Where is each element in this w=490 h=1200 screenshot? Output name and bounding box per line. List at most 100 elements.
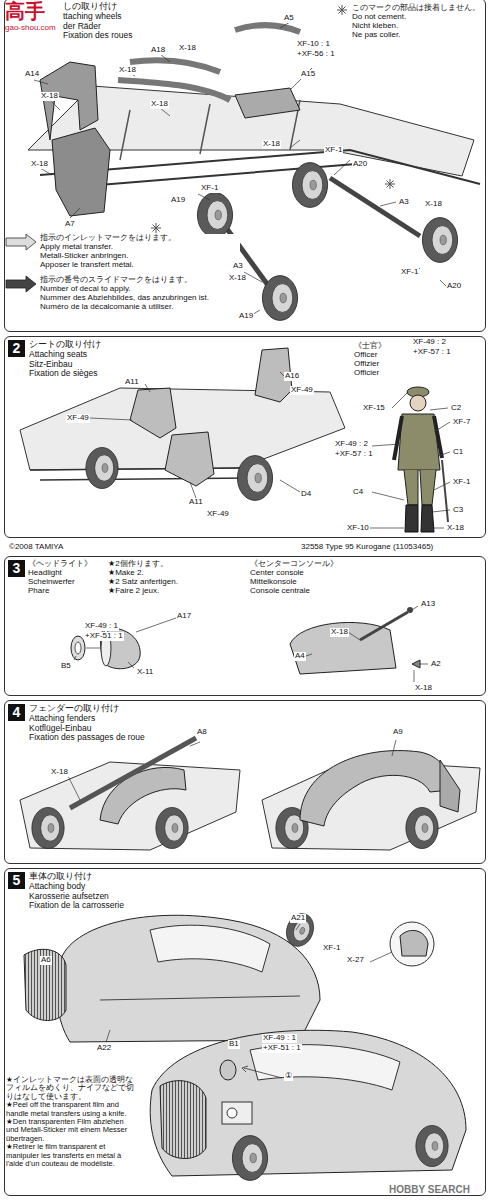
part-label: B5 bbox=[60, 662, 72, 671]
note-block: このマークの部品は接着しません。Do not cement.Nicht kleb… bbox=[352, 4, 484, 40]
note-text: Metall-Sticker anbringen. bbox=[40, 252, 240, 261]
note-text: Officer bbox=[354, 351, 410, 360]
step-title-block: しの取り付けttaching wheelsder RäderFixation d… bbox=[63, 2, 132, 41]
part-label: XF-49 : 2 bbox=[412, 338, 447, 347]
part-label: A7 bbox=[64, 220, 76, 229]
note-block: ★インレットマークは表面の透明なフィルムをめくり、ナイフなどで切りはなして使いま… bbox=[6, 1076, 136, 1168]
note-text: Numéro de la décalcomanie à utiliser. bbox=[40, 303, 240, 312]
headlight-parts bbox=[71, 618, 176, 669]
part-label: XF-49 bbox=[206, 510, 230, 519]
part-label: 32558 Type 95 Kurogane (11053465) bbox=[300, 543, 434, 552]
part-label: ① bbox=[284, 1072, 293, 1081]
note-text: 《士官》 bbox=[354, 342, 410, 351]
step-number: 4 bbox=[8, 704, 25, 721]
part-label: D4 bbox=[300, 490, 312, 499]
step-title: 車体の取り付け bbox=[29, 872, 124, 882]
part-label: X-18 bbox=[228, 274, 247, 283]
part-label: C1 bbox=[452, 448, 464, 457]
part-label: XF-15 bbox=[362, 404, 386, 413]
step-number: 2 bbox=[8, 340, 25, 357]
step-title: Fixation de la carrosserie bbox=[29, 901, 124, 911]
note-text: Do not cement. bbox=[352, 13, 484, 22]
part-label: XF-10 : 1 bbox=[296, 40, 331, 49]
part-label: X-18 bbox=[40, 92, 59, 101]
note-text: Officier bbox=[354, 369, 410, 378]
part-label: B1 bbox=[228, 1040, 240, 1049]
note-text: Apply metal transfer. bbox=[40, 243, 240, 252]
part-label: C2 bbox=[450, 404, 462, 413]
part-label: XF-49 : 1 bbox=[84, 622, 119, 631]
note-text: ★インレットマークは表面の透明なフィルムをめくり、ナイフなどで切りはなして使いま… bbox=[6, 1076, 136, 1101]
part-label: XF-1 bbox=[452, 478, 471, 487]
part-label: XF-49 : 1 bbox=[262, 1034, 297, 1043]
step-title: Fixation des passages de roue bbox=[29, 733, 145, 743]
part-label: XF-10 bbox=[346, 524, 370, 533]
console-parts bbox=[290, 606, 428, 682]
fender-step bbox=[20, 738, 480, 850]
note-block: 《ヘッドライト》HeadlightScheinwerferPhare bbox=[28, 560, 106, 596]
part-label: X-18 bbox=[178, 44, 197, 53]
note-text: ★Retirer le film transparent et manipule… bbox=[6, 1143, 136, 1168]
step-panel: 4フェンダーの取り付けAttaching fendersKotflügel-Ei… bbox=[4, 700, 486, 864]
step-title: Karosserie aufsetzen bbox=[29, 892, 124, 902]
part-label: XF-1 bbox=[400, 268, 419, 277]
part-label: X-11 bbox=[136, 668, 154, 677]
step-title: Kotflügel-Einbau bbox=[29, 724, 145, 734]
step-title: Attaching body bbox=[29, 882, 124, 892]
part-label: A3 bbox=[398, 198, 410, 207]
part-label: XF-1 bbox=[322, 944, 341, 953]
note-text: Ne pas coller. bbox=[352, 31, 484, 40]
note-text: 指示の番号のスライドマークをはります。 bbox=[40, 276, 240, 285]
step-title-block: シートの取り付けAttaching seatsSitz-EinbauFixati… bbox=[29, 340, 101, 379]
part-label: XF-49 bbox=[290, 386, 314, 395]
part-label: A22 bbox=[96, 1044, 112, 1053]
part-label: A20 bbox=[352, 160, 368, 169]
chassis-step1 bbox=[6, 5, 480, 320]
note-text: 《ヘッドライト》 bbox=[28, 560, 106, 569]
note-text: 《センターコンソール》 bbox=[250, 560, 370, 569]
part-label: X-18 bbox=[118, 66, 137, 75]
note-text: Nummer des Abziehbildes, das anzubringen… bbox=[40, 294, 240, 303]
part-label: X-18 bbox=[50, 768, 69, 777]
note-text: ★Faire 2 jeux. bbox=[108, 587, 218, 596]
note-block: 指示の番号のスライドマークをはります。Number of decal to ap… bbox=[40, 276, 240, 312]
part-label: A19 bbox=[170, 196, 186, 205]
note-text: Center console bbox=[250, 569, 370, 578]
note-text: ★Peel off the transparent film and handl… bbox=[6, 1101, 136, 1118]
note-text: Apposer le transfert métal. bbox=[40, 261, 240, 270]
part-label: A5 bbox=[283, 14, 295, 23]
step-title: Attaching fenders bbox=[29, 714, 145, 724]
note-text: ★2 Satz anfertigen. bbox=[108, 578, 218, 587]
part-label: A6 bbox=[40, 956, 52, 965]
part-label: A11 bbox=[188, 498, 204, 507]
note-text: Scheinwerfer bbox=[28, 578, 106, 587]
step-title: シートの取り付け bbox=[29, 340, 101, 350]
note-text: Console centrale bbox=[250, 587, 370, 596]
part-label: A20 bbox=[446, 282, 462, 291]
part-label: +XF-56 : 1 bbox=[296, 50, 336, 59]
part-label: XF-1 bbox=[324, 146, 343, 155]
part-label: A18 bbox=[150, 46, 166, 55]
part-label: ©2008 TAMIYA bbox=[8, 543, 64, 552]
note-text: Headlight bbox=[28, 569, 106, 578]
part-label: A16 bbox=[284, 372, 300, 381]
part-label: X-27 bbox=[346, 956, 365, 965]
part-label: A13 bbox=[420, 600, 436, 609]
part-label: A19 bbox=[238, 312, 254, 321]
step-title-block: フェンダーの取り付けAttaching fendersKotflügel-Ein… bbox=[29, 704, 145, 743]
note-text: Mittelkonsole bbox=[250, 578, 370, 587]
part-label: A17 bbox=[176, 612, 192, 621]
note-block: 《士官》OfficerOffizierOfficier bbox=[354, 342, 410, 378]
part-label: A4 bbox=[294, 652, 306, 661]
note-text: Number of decal to apply. bbox=[40, 285, 240, 294]
watermark: HOBBY SEARCH bbox=[388, 1184, 471, 1195]
note-block: ★2個作ります。★Make 2.★2 Satz anfertigen.★Fair… bbox=[108, 560, 218, 596]
step-title: der Räder bbox=[63, 22, 132, 32]
note-text: ★2個作ります。 bbox=[108, 560, 218, 569]
note-block: 指示のインレットマークをはります。Apply metal transfer.Me… bbox=[40, 234, 240, 270]
chassis-step2 bbox=[20, 348, 345, 500]
note-text: ★Den transparenten Film abziehen und Met… bbox=[6, 1118, 136, 1143]
note-text: Phare bbox=[28, 587, 106, 596]
part-label: A8 bbox=[196, 728, 208, 737]
step-title: Fixation de sièges bbox=[29, 369, 101, 379]
